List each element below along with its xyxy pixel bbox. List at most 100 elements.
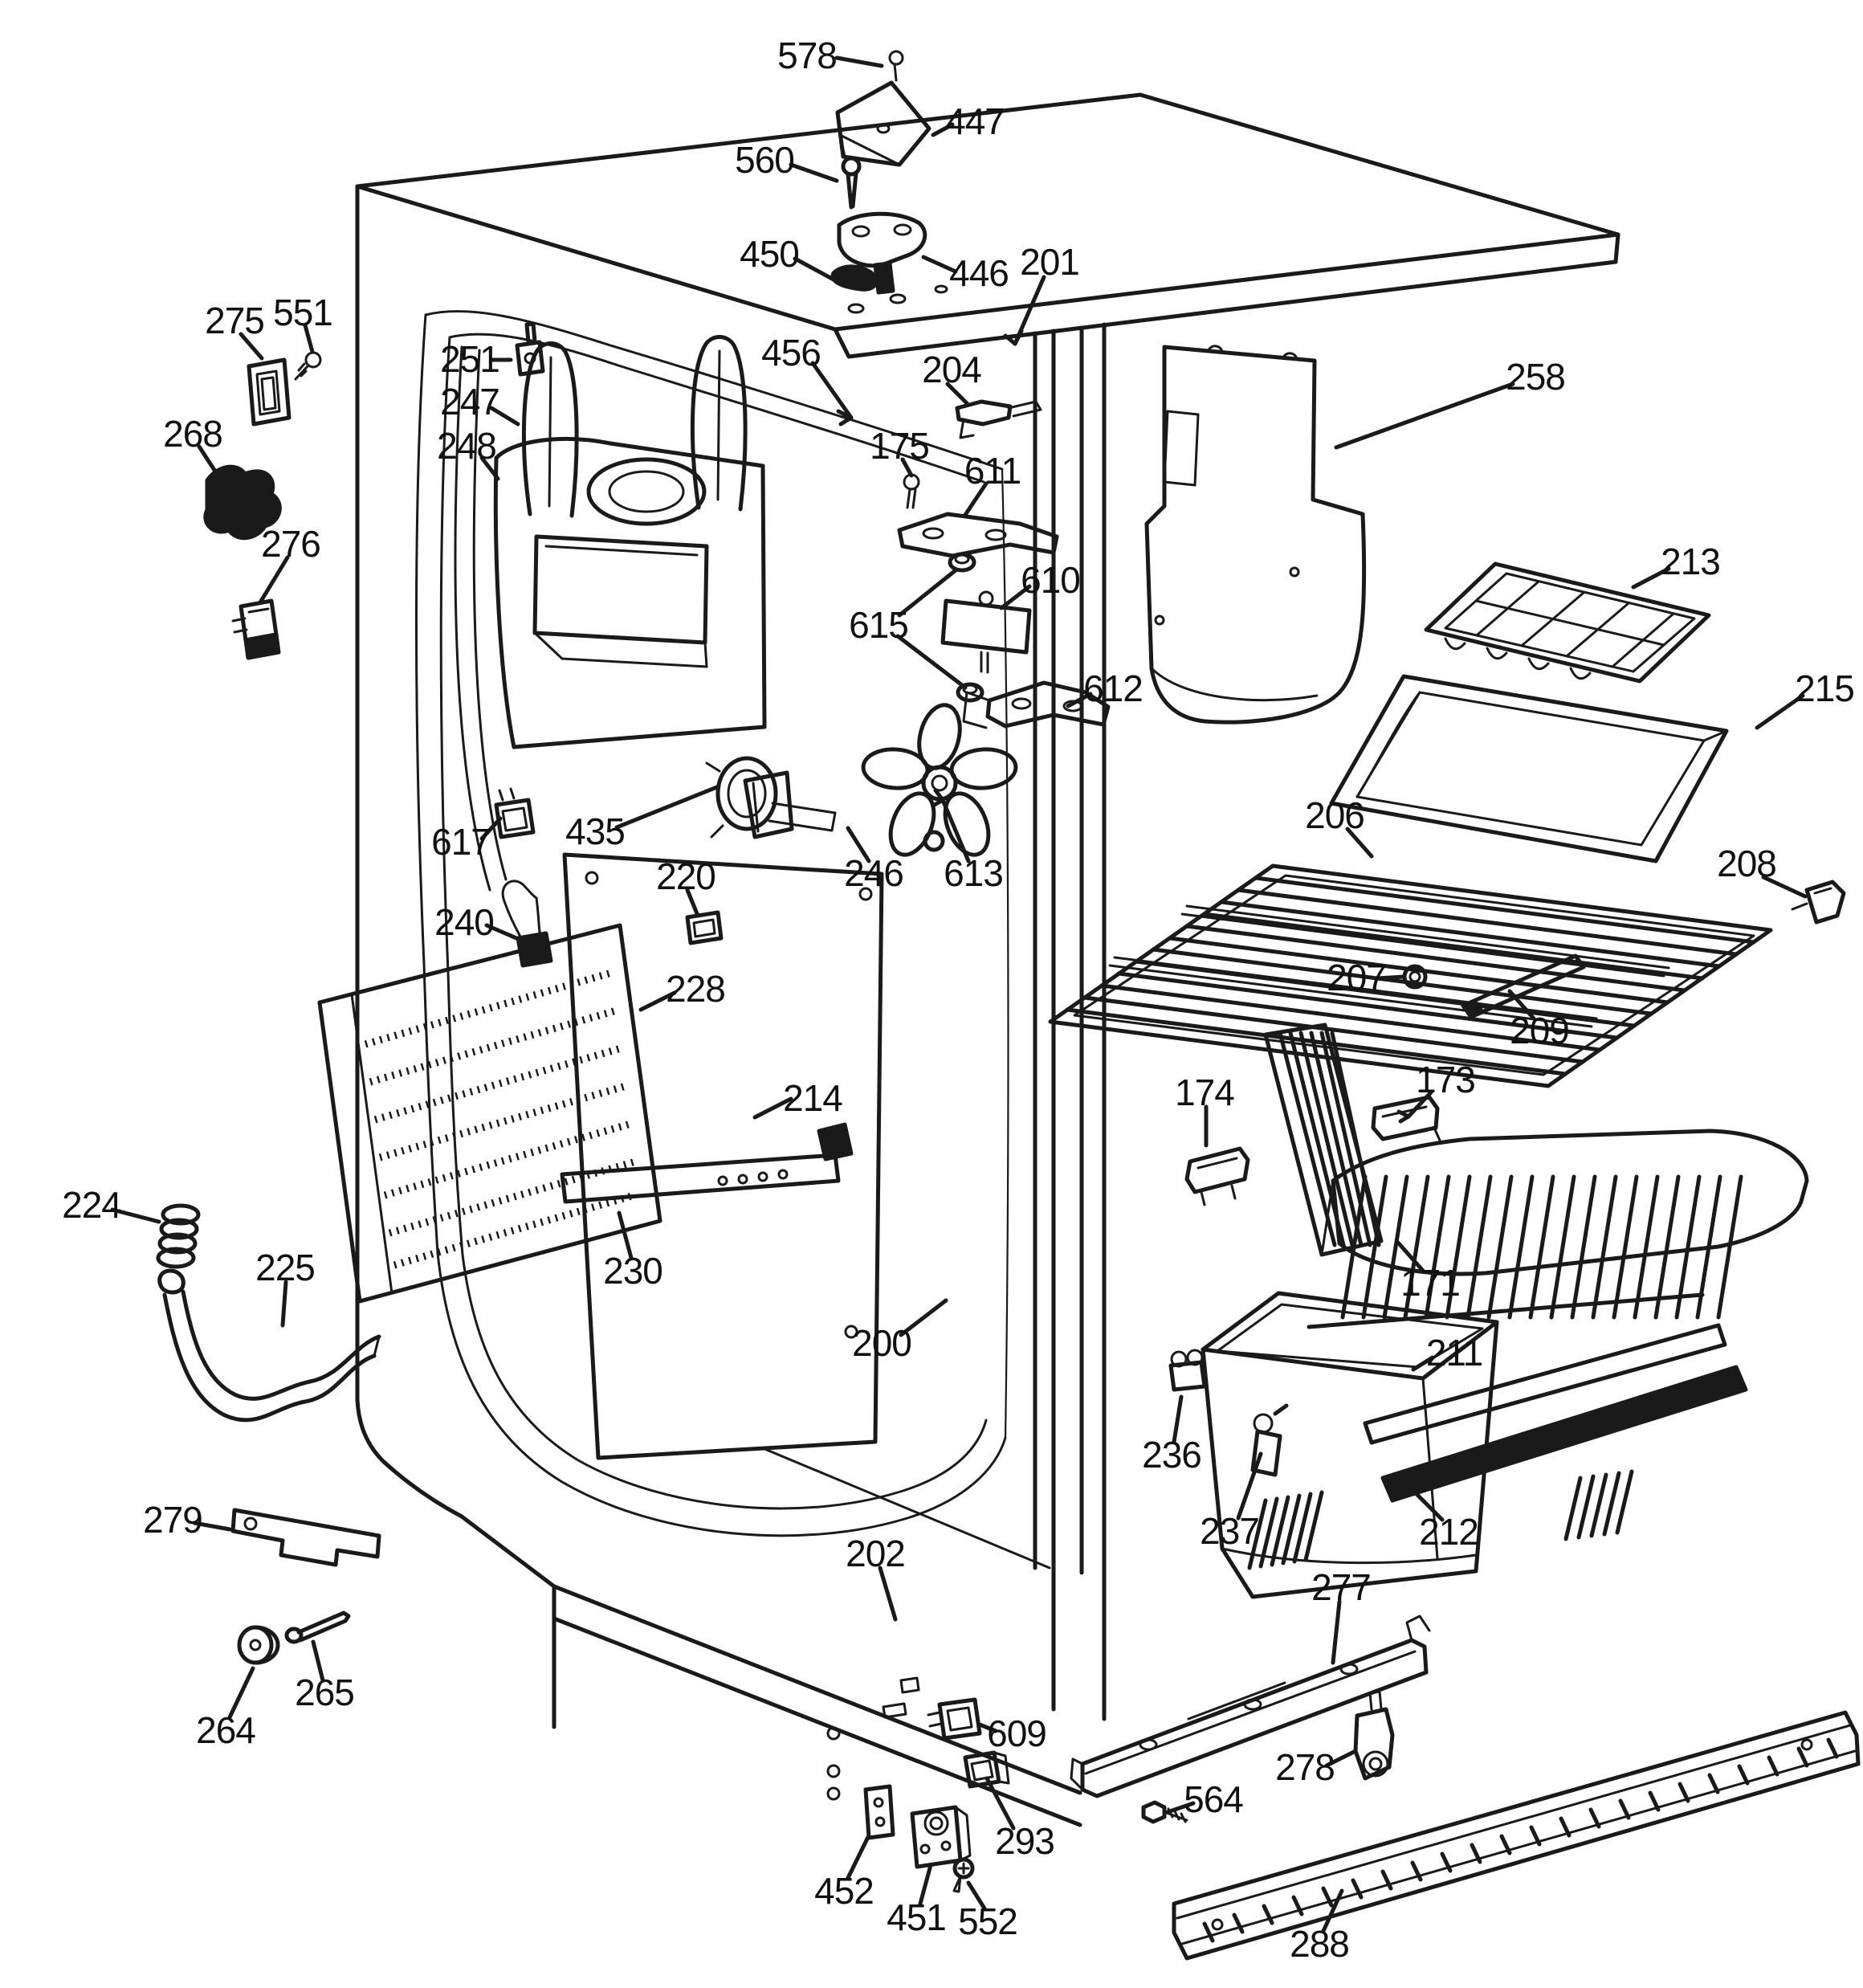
part-label-446: 446 [949, 252, 1009, 294]
leader-line-450 [793, 256, 836, 282]
leader-line-451 [918, 1863, 933, 1906]
part-label-264: 264 [196, 1709, 255, 1751]
rear-panel [1144, 345, 1367, 725]
leader-line-200 [899, 1298, 948, 1337]
top-hinge-parts [830, 50, 932, 295]
part-label-171: 171 [1400, 1262, 1460, 1304]
leader-line-288 [1321, 1888, 1344, 1933]
part-label-237: 237 [1200, 1510, 1259, 1552]
part-label-452: 452 [814, 1870, 874, 1912]
leader-line-240 [484, 923, 524, 943]
leader-line-204 [945, 382, 969, 406]
part-label-551: 551 [273, 292, 332, 333]
leader-line-228 [638, 990, 677, 1012]
part-label-206: 206 [1305, 794, 1364, 836]
part-label-613: 613 [944, 852, 1003, 894]
part-label-248: 248 [437, 425, 496, 467]
part-label-279: 279 [143, 1499, 202, 1541]
fan-and-brackets [494, 399, 1111, 857]
part-label-240: 240 [434, 901, 494, 943]
leader-line-276 [258, 555, 290, 605]
leader-line-615 [897, 568, 958, 618]
part-label-215: 215 [1795, 667, 1854, 709]
leader-line-264 [227, 1666, 255, 1720]
part-label-612: 612 [1083, 667, 1143, 709]
leader-line-202 [878, 1565, 898, 1622]
part-label-204: 204 [922, 349, 981, 390]
part-label-208: 208 [1717, 843, 1776, 884]
part-label-174: 174 [1175, 1072, 1234, 1113]
part-label-450: 450 [740, 233, 799, 275]
leader-line-173 [1398, 1114, 1411, 1124]
shelf-assembly [1048, 863, 1846, 1088]
leader-line-456 [810, 361, 854, 420]
leader-line-214 [752, 1096, 793, 1120]
leader-line-224 [110, 1207, 161, 1224]
leader-line-447 [931, 122, 955, 137]
leader-line-564 [1165, 1801, 1196, 1815]
leader-line-268 [197, 444, 222, 481]
part-label-202: 202 [846, 1533, 905, 1574]
part-label-200: 200 [852, 1322, 911, 1364]
part-label-447: 447 [945, 100, 1005, 142]
leader-line-171 [1396, 1240, 1425, 1273]
leader-line-611 [963, 481, 989, 517]
part-label-251: 251 [440, 338, 499, 380]
part-label-247: 247 [440, 381, 499, 423]
leader-line-212 [1414, 1492, 1445, 1522]
leader-line-452 [846, 1835, 870, 1880]
part-label-201: 201 [1020, 241, 1079, 283]
leader-line-610 [999, 584, 1032, 610]
part-label-560: 560 [735, 139, 794, 181]
leader-line-201 [1013, 329, 1024, 346]
leader-line-277 [1331, 1599, 1342, 1665]
part-label-236: 236 [1142, 1434, 1201, 1476]
part-label-610: 610 [1021, 559, 1080, 601]
freezer-liner [414, 310, 1009, 1537]
part-label-578: 578 [777, 35, 837, 76]
part-label-246: 246 [844, 852, 903, 894]
leader-line-456 [836, 409, 854, 420]
part-label-435: 435 [565, 810, 625, 852]
cabinet-shell [355, 92, 1620, 1827]
part-label-228: 228 [666, 968, 725, 1010]
part-label-611: 611 [964, 450, 1021, 492]
part-label-258: 258 [1506, 356, 1565, 398]
leader-line-248 [479, 455, 500, 481]
leader-line-258 [1334, 382, 1515, 450]
leader-line-173 [1406, 1090, 1433, 1119]
leader-line-236 [1172, 1394, 1184, 1444]
leader-line-208 [1761, 875, 1808, 899]
leader-line-613 [933, 788, 945, 802]
part-label-268: 268 [163, 413, 222, 455]
part-label-209: 209 [1510, 1010, 1569, 1051]
part-label-456: 456 [761, 332, 821, 374]
leader-line-175 [900, 457, 914, 478]
part-label-265: 265 [295, 1672, 354, 1713]
base-parts [863, 1697, 1010, 1893]
icemaker-tank-assembly [454, 321, 767, 892]
part-label-173: 173 [1416, 1059, 1475, 1100]
leader-line-613 [940, 798, 971, 863]
leader-line-230 [617, 1210, 634, 1260]
part-label-276: 276 [261, 523, 320, 565]
part-label-451: 451 [887, 1896, 946, 1938]
bottom-rail-grille [1070, 1614, 1861, 1961]
part-label-552: 552 [958, 1900, 1017, 1942]
leader-line-279 [192, 1521, 232, 1532]
part-label-277: 277 [1311, 1566, 1371, 1608]
part-label-207: 207 [1327, 957, 1386, 998]
part-label-220: 220 [656, 855, 715, 897]
right-bins [1329, 561, 1729, 863]
leader-line-617 [479, 816, 503, 841]
leader-line-293 [984, 1776, 1016, 1831]
part-label-230: 230 [603, 1250, 662, 1292]
part-label-278: 278 [1275, 1746, 1335, 1788]
leader-line-246 [846, 826, 871, 863]
leader-line-206 [1345, 827, 1374, 859]
basket-assembly [1184, 1023, 1809, 1329]
leader-line-609 [977, 1722, 998, 1733]
leader-line-247 [489, 406, 520, 427]
